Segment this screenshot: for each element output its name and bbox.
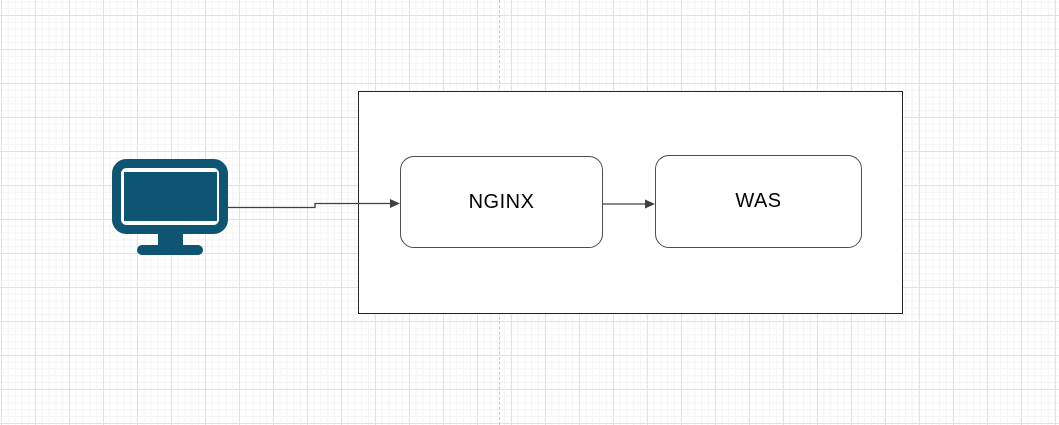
node-client-computer[interactable] xyxy=(112,159,228,256)
monitor-frame xyxy=(112,159,228,234)
node-was[interactable]: WAS xyxy=(655,155,862,248)
monitor-stand-base xyxy=(137,245,203,255)
node-was-label: WAS xyxy=(735,190,782,212)
node-nginx-label: NGINX xyxy=(468,190,535,213)
node-nginx[interactable]: NGINX xyxy=(400,156,603,248)
monitor-screen xyxy=(124,172,217,221)
monitor-stand-neck xyxy=(158,232,183,247)
